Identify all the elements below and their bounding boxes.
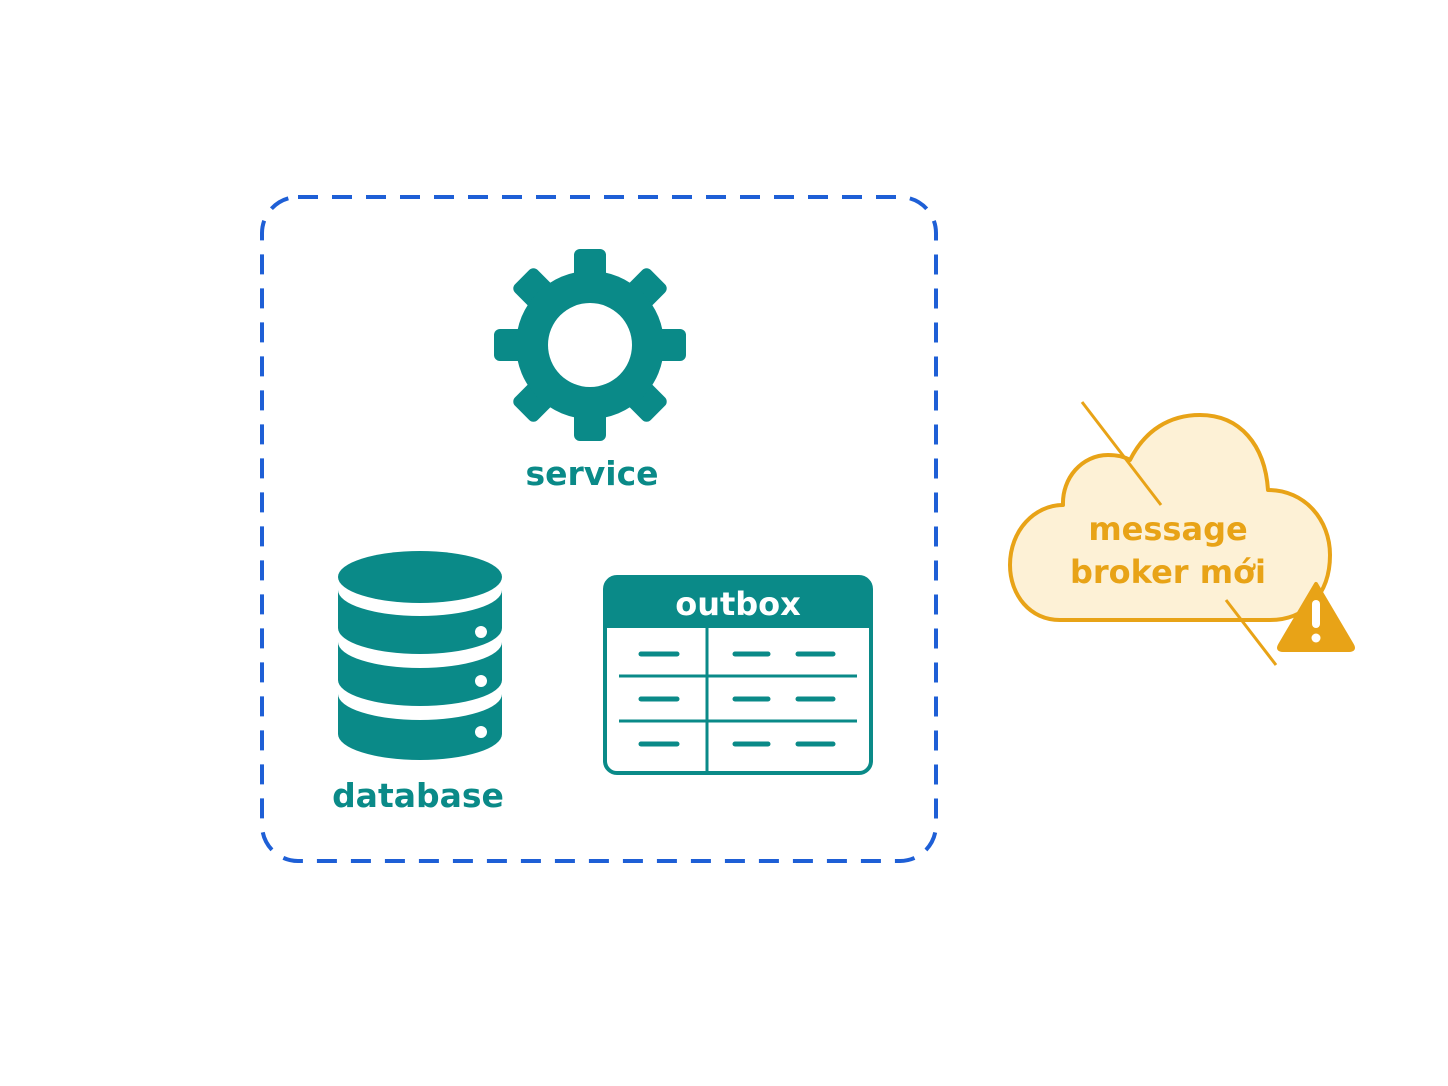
cloud-icon	[1008, 413, 1332, 622]
service-boundary	[260, 195, 938, 863]
strike-line	[1080, 401, 1163, 506]
outbox-table	[603, 575, 873, 775]
service-label: service	[525, 454, 658, 493]
warning-icon	[1277, 582, 1355, 652]
gear-icon	[494, 249, 686, 441]
broker-label-line2: broker mới	[1070, 553, 1266, 591]
outbox-label: outbox	[675, 585, 801, 623]
database-label: database	[332, 776, 504, 815]
database-icon	[338, 551, 502, 760]
broker-label-line1: message	[1088, 510, 1247, 548]
strike-line-lower	[1224, 599, 1278, 666]
